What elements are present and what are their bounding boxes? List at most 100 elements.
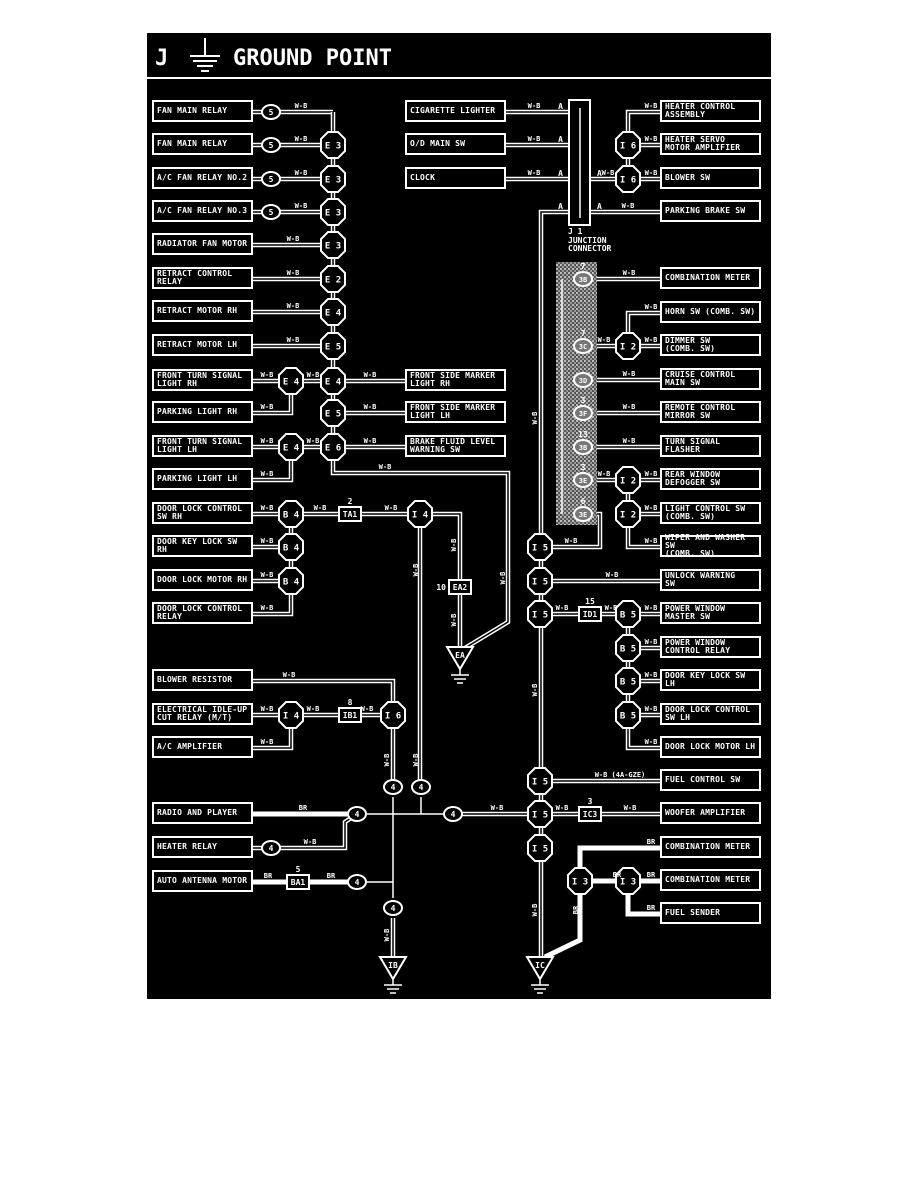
wire-wb [280,812,359,851]
component-combination-meter: COMBINATION METER [660,836,761,858]
splice-code: IC3 [583,810,598,819]
connector-code: I 6 [385,712,401,722]
inline-connector: 4 [383,779,403,795]
wire-color-label: W-B [307,705,320,713]
junction-pin-number: 6 [581,497,586,506]
wire-color-label: W-B [261,571,274,579]
wire-color-label: W-B [645,135,658,143]
component-fuel-control-sw: FUEL CONTROL SW [660,769,761,791]
component-parking-light-rh: PARKING LIGHT RH [152,401,253,423]
wire-color-label: W-B [598,470,611,478]
wire-color-label: W-B [379,463,392,471]
connector-code: I 5 [532,778,548,788]
inline-connector: 4 [411,779,431,795]
splice-pin: 15 [585,597,595,606]
junction-pin-number: 3 [581,463,586,472]
wire-color-label: BR [647,838,656,846]
wire-color-label: W-B [645,169,658,177]
connector-i4: I 4 [407,500,433,528]
wire-color-label: W-B [623,437,636,445]
component-fan-main-relay: FAN MAIN RELAY [152,133,253,155]
connector-i6: I 6 [380,701,406,729]
component-auto-antenna-motor: AUTO ANTENNA MOTOR [152,870,253,892]
junction-pin-code: 3B [579,276,587,284]
wire-color-label: W-B [364,403,377,411]
wire-color-label: W-B [295,202,308,210]
component-power-window-control-relay: POWER WINDOW CONTROL RELAY [660,636,761,658]
splice-pin: 8 [348,698,353,707]
connector-code: E 2 [325,276,341,286]
connector-i4: I 4 [278,701,304,729]
junction-pin-code: 3F [579,410,587,418]
junction-pin: 3C7 [573,329,593,354]
connector-e4: E 4 [320,298,346,326]
inline-connector-pin: 4 [355,878,360,887]
connector-b4: B 4 [278,567,304,595]
component-electrical-idle-up-cut-relay-m-t: ELECTRICAL IDLE-UP CUT RELAY (M/T) [152,703,253,725]
wire-color-label: W-B [556,804,569,812]
connector-code: B 4 [283,544,300,554]
component-a-c-fan-relay-no-2: A/C FAN RELAY NO.2 [152,167,253,189]
connector-i2: I 2 [615,332,641,360]
wire-wb [253,678,396,787]
wire-color-label: W-B [283,671,296,679]
component-clock: CLOCK [405,167,506,189]
splice-code: IB1 [343,711,358,720]
wire-color-label: W-B [645,102,658,110]
component-retract-motor-lh: RETRACT MOTOR LH [152,334,253,356]
wire-color-label: BR [327,872,336,880]
connector-code: I 5 [532,845,548,855]
inline-connector: 4 [443,806,463,822]
connector-i2: I 2 [615,466,641,494]
connector-b5: B 5 [615,667,641,695]
connector-i5: I 5 [527,834,553,862]
connector-code: E 6 [325,444,341,454]
connector-i5: I 5 [527,567,553,595]
page-title: GROUND POINT [233,46,392,71]
junction-pin-code: 3E [579,511,587,519]
connector-i5: I 5 [527,767,553,795]
wire-color-label: BR [264,872,273,880]
wire-color-label: W-B [261,437,274,445]
junction-pin-label: A [597,202,602,211]
junction-pin-number: 3 [581,396,586,405]
connector-b4: B 4 [278,500,304,528]
connector-e6: E 6 [320,433,346,461]
wire-br [543,881,583,960]
connector-i5: I 5 [527,800,553,828]
component-front-turn-signal-light-lh: FRONT TURN SIGNAL LIGHT LH [152,435,253,457]
wire-color-label: W-B [645,638,658,646]
ground-ib-icon: IB [378,956,408,994]
component-cigarette-lighter: CIGARETTE LIGHTER [405,100,506,122]
junction-pin: 3D [573,372,593,388]
component-a-c-amplifier: A/C AMPLIFIER [152,736,253,758]
connector-code: B 5 [620,611,636,621]
component-door-lock-motor-rh: DOOR LOCK MOTOR RH [152,569,253,591]
wire-color-label: W-B [287,235,300,243]
component-radiator-fan-motor: RADIATOR FAN MOTOR [152,233,253,255]
component-combination-meter: COMBINATION METER [660,267,761,289]
junction-pin-label: A [597,169,602,178]
component-fan-main-relay: FAN MAIN RELAY [152,100,253,122]
wire-color-label: W-B [261,604,274,612]
wire-color-label: W-B [412,564,420,577]
junction-name: JUNCTION CONNECTOR [568,236,612,253]
component-parking-brake-sw: PARKING BRAKE SW [660,200,761,222]
junction-pin-label: A [558,102,563,111]
splice-pin: 2 [348,497,353,506]
splice-code: BA1 [291,878,306,887]
component-front-side-marker-light-lh: FRONT SIDE MARKER LIGHT LH [405,401,506,423]
component-unlock-warning-sw: UNLOCK WARNING SW [660,569,761,591]
connector-i3: I 3 [567,867,593,895]
wire-color-label: W-B [307,437,320,445]
connector-e5: E 5 [320,332,346,360]
component-blower-sw: BLOWER SW [660,167,761,189]
junction-pin-code: 3C [579,343,587,351]
component-light-control-sw-comb-sw: LIGHT CONTROL SW (COMB. SW) [660,502,761,524]
wire-color-label: W-B [645,504,658,512]
connector-code: I 5 [532,611,548,621]
connector-e2: E 2 [320,265,346,293]
wire-color-label: W-B [624,804,637,812]
